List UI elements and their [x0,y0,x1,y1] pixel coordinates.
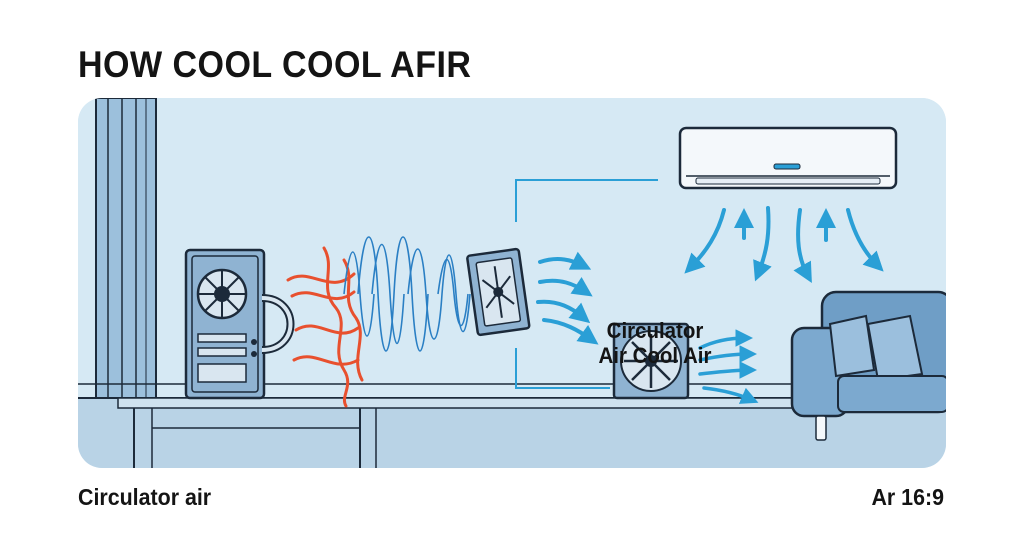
footer-right-label: Ar 16:9 [871,484,944,510]
heat-waves [286,246,364,408]
ac-airflow [684,206,884,283]
wall-fan-airflow [536,251,599,345]
connector-lines [515,179,658,389]
circulator-caption: Circulator Air Cool Air [516,318,795,368]
sofa-icon [790,290,946,441]
wall-fan-icon [466,247,531,337]
illustration-panel [78,98,946,468]
air-conditioner-icon [678,126,898,190]
circulator-fan-icon [612,322,690,400]
circulator-airflow [698,329,759,404]
air-waves [343,236,471,352]
caption-line-2: Air Cool Air [598,343,712,368]
caption-line-1: Circulator [606,318,704,343]
pc-tower-icon [184,248,295,400]
room-illustration [78,98,946,468]
page-title: HOW COOL COOL AFIR [78,44,472,85]
footer-left-label: Circulator air [78,484,212,510]
curtain-icon [95,98,157,399]
